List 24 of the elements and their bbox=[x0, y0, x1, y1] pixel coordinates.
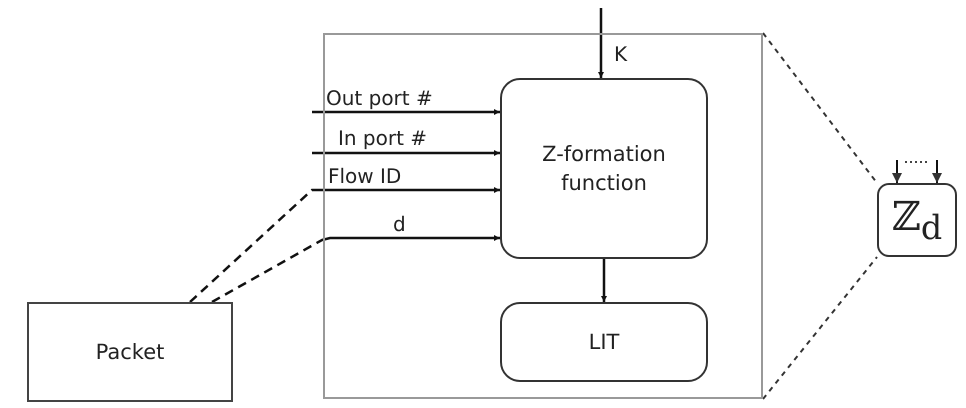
arrow bbox=[601, 259, 607, 302]
arrow bbox=[312, 150, 500, 156]
arrow bbox=[932, 160, 942, 183]
symbol-box bbox=[877, 183, 957, 257]
node-label: Z-formation function bbox=[541, 141, 667, 196]
process-box bbox=[500, 78, 708, 259]
edge-label: K bbox=[614, 44, 628, 64]
enclosing-box bbox=[323, 33, 763, 399]
process-box bbox=[500, 302, 708, 382]
node-label: Packet bbox=[96, 338, 164, 366]
edge-label: d bbox=[393, 214, 406, 234]
edge-label: In port # bbox=[338, 128, 428, 148]
edge-label: Out port # bbox=[326, 88, 433, 108]
source-box bbox=[27, 302, 233, 402]
node-label: ℤ$_{d}$ bbox=[892, 192, 942, 248]
arrow bbox=[211, 235, 500, 304]
arrow bbox=[892, 160, 902, 183]
connector-line bbox=[762, 32, 878, 184]
arrow bbox=[312, 109, 500, 115]
edge-label: Flow ID bbox=[328, 166, 402, 186]
node-label: LIT bbox=[588, 328, 620, 356]
arrow bbox=[189, 187, 500, 303]
arrow bbox=[598, 8, 604, 78]
connector-line bbox=[762, 256, 878, 400]
